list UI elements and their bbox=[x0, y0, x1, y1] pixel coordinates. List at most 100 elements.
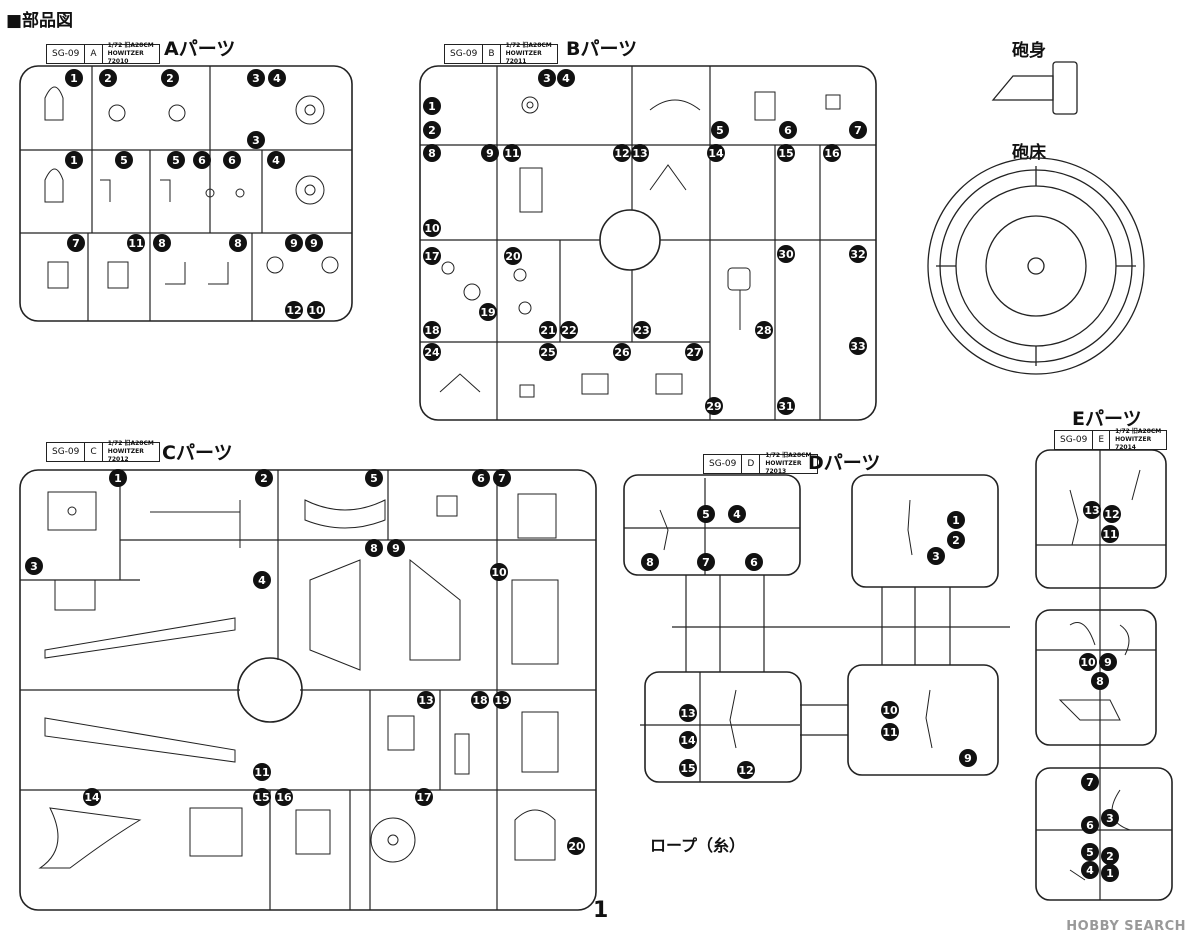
svg-text:11: 11 bbox=[1102, 528, 1117, 541]
part-number-b-23: 23 bbox=[633, 321, 651, 339]
sprue-b-frame bbox=[419, 65, 877, 421]
part-number-d-7: 7 bbox=[697, 553, 715, 571]
part-number-a-2: 2 bbox=[161, 69, 179, 87]
svg-text:4: 4 bbox=[258, 574, 266, 587]
part-number-b-5: 5 bbox=[711, 121, 729, 139]
part-number-c-16: 16 bbox=[275, 788, 293, 806]
svg-text:2: 2 bbox=[166, 72, 174, 85]
part-number-b-19: 19 bbox=[479, 303, 497, 321]
svg-text:9: 9 bbox=[1104, 656, 1112, 669]
part-number-a-4: 4 bbox=[267, 151, 285, 169]
part-number-a-4: 4 bbox=[268, 69, 286, 87]
part-number-b-4: 4 bbox=[557, 69, 575, 87]
svg-text:26: 26 bbox=[614, 346, 630, 359]
part-number-e-8: 8 bbox=[1091, 672, 1109, 690]
svg-text:6: 6 bbox=[1086, 819, 1094, 832]
svg-text:25: 25 bbox=[540, 346, 555, 359]
part-number-a-6: 6 bbox=[193, 151, 211, 169]
svg-text:2: 2 bbox=[1106, 850, 1114, 863]
svg-text:11: 11 bbox=[504, 147, 519, 160]
part-number-d-11: 11 bbox=[881, 723, 899, 741]
part-number-a-3: 3 bbox=[247, 69, 265, 87]
part-number-a-2: 2 bbox=[99, 69, 117, 87]
part-number-a-5: 5 bbox=[115, 151, 133, 169]
part-number-a-6: 6 bbox=[223, 151, 241, 169]
sprue-b-parts bbox=[439, 91, 841, 398]
svg-text:5: 5 bbox=[370, 472, 378, 485]
svg-text:7: 7 bbox=[72, 237, 80, 250]
part-number-a-8: 8 bbox=[153, 234, 171, 252]
part-number-b-6: 6 bbox=[779, 121, 797, 139]
sprue-a-title: Aパーツ bbox=[164, 38, 236, 60]
svg-text:33: 33 bbox=[850, 340, 865, 353]
svg-text:9: 9 bbox=[392, 542, 400, 555]
svg-text:1: 1 bbox=[952, 514, 960, 527]
part-number-c-5: 5 bbox=[365, 469, 383, 487]
sprue-d-code: SG-09 bbox=[704, 455, 743, 473]
svg-text:15: 15 bbox=[680, 762, 695, 775]
part-number-c-10: 10 bbox=[490, 563, 508, 581]
svg-text:27: 27 bbox=[686, 346, 701, 359]
svg-text:6: 6 bbox=[477, 472, 485, 485]
sprue-e-parts bbox=[1058, 469, 1141, 881]
part-number-b-25: 25 bbox=[539, 343, 557, 361]
part-number-c-3: 3 bbox=[25, 557, 43, 575]
sprue-e-letter: E bbox=[1093, 431, 1111, 449]
svg-text:9: 9 bbox=[290, 237, 298, 250]
part-number-b-21: 21 bbox=[539, 321, 557, 339]
part-number-b-27: 27 bbox=[685, 343, 703, 361]
part-number-e-1: 1 bbox=[1101, 864, 1119, 882]
part-number-b-9: 9 bbox=[481, 144, 499, 162]
svg-text:10: 10 bbox=[308, 304, 324, 317]
part-number-c-9: 9 bbox=[387, 539, 405, 557]
svg-text:2: 2 bbox=[260, 472, 268, 485]
svg-text:19: 19 bbox=[480, 306, 495, 319]
page-title: ■部品図 bbox=[6, 11, 74, 31]
svg-text:1: 1 bbox=[70, 72, 78, 85]
svg-text:6: 6 bbox=[228, 154, 236, 167]
part-number-e-13: 13 bbox=[1083, 501, 1101, 519]
svg-text:1: 1 bbox=[1106, 867, 1114, 880]
part-number-e-11: 11 bbox=[1101, 525, 1119, 543]
sprue-d-title: Dパーツ bbox=[808, 452, 881, 474]
svg-text:20: 20 bbox=[505, 250, 521, 263]
sprue-b-code: SG-09 bbox=[445, 45, 484, 63]
part-number-a-9: 9 bbox=[285, 234, 303, 252]
svg-text:29: 29 bbox=[706, 400, 721, 413]
part-number-e-7: 7 bbox=[1081, 773, 1099, 791]
part-number-c-19: 19 bbox=[493, 691, 511, 709]
sprue-a-letter: A bbox=[85, 45, 103, 63]
svg-text:2: 2 bbox=[952, 534, 960, 547]
part-number-a-9: 9 bbox=[305, 234, 323, 252]
part-number-c-13: 13 bbox=[417, 691, 435, 709]
sprue-c-letter: C bbox=[85, 443, 103, 461]
svg-text:13: 13 bbox=[418, 694, 433, 707]
svg-text:4: 4 bbox=[1086, 864, 1094, 877]
part-number-d-9: 9 bbox=[959, 749, 977, 767]
part-number-a-7: 7 bbox=[67, 234, 85, 252]
part-number-b-16: 16 bbox=[823, 144, 841, 162]
part-number-e-4: 4 bbox=[1081, 861, 1099, 879]
part-number-b-32: 32 bbox=[849, 245, 867, 263]
svg-text:13: 13 bbox=[680, 707, 695, 720]
svg-text:3: 3 bbox=[1106, 812, 1114, 825]
part-number-c-18: 18 bbox=[471, 691, 489, 709]
svg-text:5: 5 bbox=[120, 154, 128, 167]
part-number-b-30: 30 bbox=[777, 245, 795, 263]
svg-text:14: 14 bbox=[84, 791, 100, 804]
part-number-a-1: 1 bbox=[65, 69, 83, 87]
sprue-e-code: SG-09 bbox=[1055, 431, 1094, 449]
svg-text:9: 9 bbox=[486, 147, 494, 160]
base-drawing bbox=[927, 157, 1145, 375]
svg-text:11: 11 bbox=[254, 766, 269, 779]
part-number-b-29: 29 bbox=[705, 397, 723, 415]
svg-text:7: 7 bbox=[1086, 776, 1094, 789]
svg-text:32: 32 bbox=[850, 248, 865, 261]
